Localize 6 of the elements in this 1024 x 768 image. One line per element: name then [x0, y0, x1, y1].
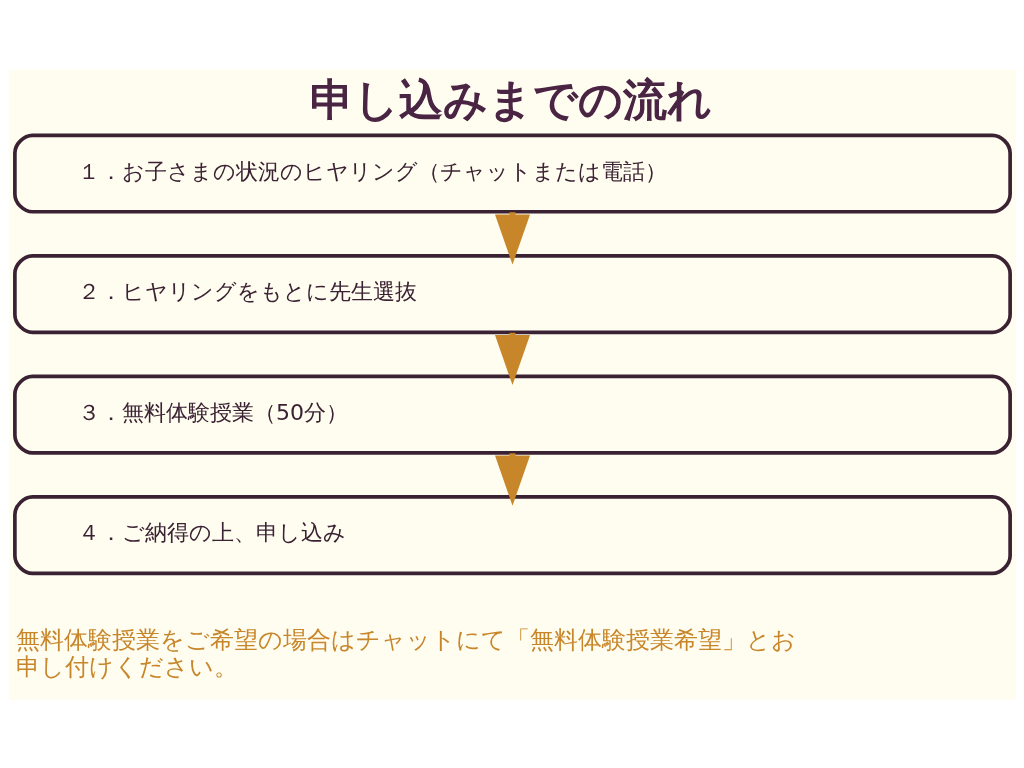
- diagram-title: 申し込みまでの流れ: [309, 73, 712, 125]
- node-box: ４．ご納得の上、申し込み: [12, 494, 1012, 575]
- node-box: ３．無料体験授業（50分）: [12, 374, 1012, 455]
- node-box: １．お子さまの状況のヒヤリング（チャットまたは電話）: [12, 133, 1012, 214]
- label: 無料体験授業をご希望の場合はチャットにて「無料体験授業希望」とお申し付けください。: [15, 625, 796, 681]
- node-box: ２．ヒヤリングをもとに先生選抜: [12, 253, 1012, 334]
